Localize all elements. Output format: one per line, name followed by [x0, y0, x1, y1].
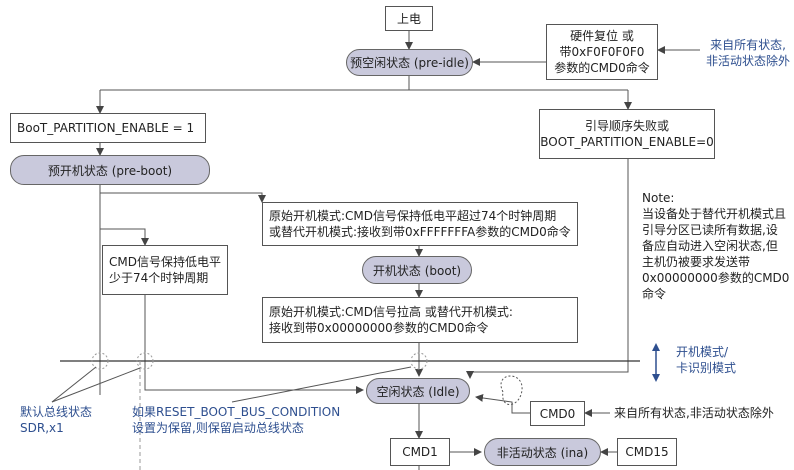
pointer-default-bus-2: [51, 367, 141, 403]
cmd0-box: CMD0: [530, 401, 585, 426]
boot-partition-enable-box: BooT_PARTITION_ENABLE = 1: [10, 113, 206, 143]
cmd-low-short-box: CMD信号保持低电平 少于74个时钟周期: [102, 245, 228, 295]
inactive-state: 非活动状态 (ina): [484, 438, 601, 466]
pre-idle-state: 预空闲状态 (pre-idle): [346, 49, 473, 76]
edge-cmdlow-idle: [144, 295, 364, 394]
boot-state: 开机状态 (boot): [362, 256, 472, 284]
edge-preboot-cmdlow: [99, 185, 149, 246]
pointer-reset-boot-bus: [231, 366, 412, 403]
idle-state: 空闲状态 (Idle): [366, 378, 470, 404]
edge-idle-selfloop: [500, 375, 523, 405]
edge-bootfail-idle: [466, 159, 629, 379]
power-on-box: 上电: [385, 6, 433, 31]
boundary-marker-1: [91, 352, 109, 370]
note-text: Note: 当设备处于替代开机模式且 引导分区已读所有数据,设 备应自动进入空闲…: [642, 191, 790, 301]
edge-cmd0-idle: [475, 394, 530, 414]
reset-boot-bus-condition-note: 如果RESET_BOOT_BUS_CONDITION 设置为保留,则保留启动总线…: [132, 405, 341, 435]
mode-label: 开机模式/ 卡识别模式: [676, 345, 737, 375]
from-all-states-top-note: 来自所有状态, 非活动状态除外: [705, 38, 790, 68]
hardware-reset-box: 硬件复位 或 带0xF0F0F0F0 参数的CMD0命令: [546, 24, 658, 80]
boundary-marker-3: [410, 352, 428, 370]
original-boot-mode-exit-box: 原始开机模式:CMD信号拉高 或替代开机模式: 接收到带0x00000000参数…: [262, 297, 578, 343]
pre-boot-state: 预开机状态 (pre-boot): [10, 155, 210, 185]
original-boot-mode-condition-box: 原始开机模式:CMD信号保持低电平超过74个时钟周期 或替代开机模式:接收到带0…: [262, 202, 578, 246]
default-bus-state-note: 默认总线状态 SDR,x1: [20, 405, 93, 435]
boundary-marker-2: [136, 352, 154, 370]
cmd1-box: CMD1: [390, 438, 450, 466]
edge-preboot-mode1: [99, 185, 266, 203]
cmd15-box: CMD15: [617, 438, 677, 466]
from-all-states-bottom-note: 来自所有状态,非活动状态除外: [614, 406, 774, 420]
pointer-default-bus-1: [51, 366, 97, 403]
boot-failure-box: 引导顺序失败或 BOOT_PARTITION_ENABLE=0: [539, 109, 715, 159]
